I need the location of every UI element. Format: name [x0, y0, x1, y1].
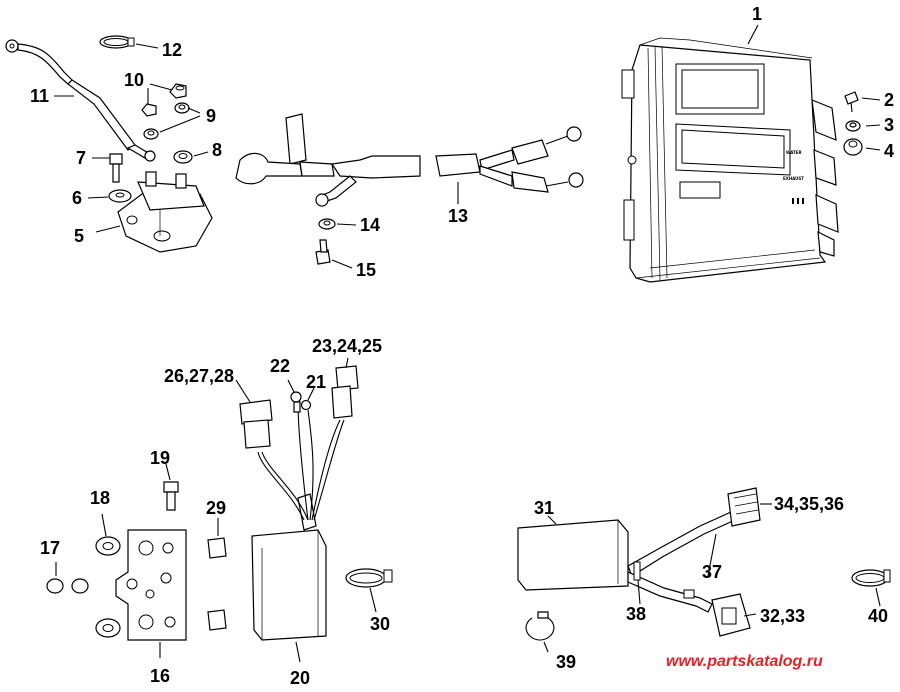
washer-part-8	[173, 150, 193, 164]
callout-3: 3	[884, 115, 894, 135]
callout-34-36: 34,35,36	[774, 494, 844, 514]
callout-16: 16	[150, 666, 170, 686]
callout-7: 7	[76, 148, 86, 168]
callout-17: 17	[40, 538, 60, 558]
callout-19: 19	[150, 448, 170, 468]
terminal-part-21	[300, 399, 312, 411]
wiring-harness-part-13	[235, 113, 584, 207]
bracket-part-16	[115, 529, 187, 641]
callout-38: 38	[626, 604, 646, 624]
grommet-part-3-hole	[849, 122, 857, 128]
screw-part-15	[315, 239, 331, 265]
callout-23-25: 23,24,25	[312, 336, 382, 356]
connector-part-34	[727, 487, 761, 527]
leader-lines	[54, 24, 881, 663]
callout-6: 6	[72, 188, 82, 208]
callout-10: 10	[124, 70, 144, 90]
callout-37: 37	[702, 562, 722, 582]
callout-32-33: 32,33	[760, 606, 805, 626]
callout-21: 21	[306, 372, 326, 392]
module-part-31	[517, 519, 629, 591]
screw-part-7	[109, 153, 123, 183]
callout-4: 4	[884, 141, 894, 161]
callout-13: 13	[448, 206, 468, 226]
callout-31: 31	[534, 498, 554, 518]
callout-1: 1	[752, 4, 762, 24]
screw-part-2	[844, 91, 859, 113]
starter-solenoid-part-5	[117, 171, 213, 253]
callout-20: 20	[290, 668, 310, 688]
callout-40: 40	[868, 606, 888, 626]
callout-39: 39	[556, 652, 576, 672]
callout-29: 29	[206, 498, 226, 518]
callout-15: 15	[356, 260, 376, 280]
callout-12: 12	[162, 40, 182, 60]
grommets-part-18	[95, 536, 121, 638]
callout-2: 2	[884, 90, 894, 110]
callout-labels: 1 2 3 4 5 6 7 8 9 10 11 12 13 14 15 16 1…	[30, 4, 894, 688]
clip-part-39	[525, 611, 555, 641]
ignition-wires-part-20	[257, 401, 345, 521]
screw-part-19	[163, 481, 179, 511]
exhaust-label: EXHAUST	[783, 176, 804, 181]
washer-part-14	[318, 218, 336, 230]
terminal-part-22	[290, 391, 302, 413]
caps-part-17	[46, 578, 89, 594]
clamp-part-40	[851, 569, 891, 587]
callout-9: 9	[206, 106, 216, 126]
bushings-part-29	[207, 537, 227, 631]
washers-part-9	[143, 102, 190, 140]
callout-30: 30	[370, 614, 390, 634]
callout-5: 5	[74, 226, 84, 246]
battery-cable-part-11	[5, 39, 156, 162]
washer-part-6	[108, 189, 132, 203]
clamp-part-12	[99, 35, 135, 49]
callout-8: 8	[212, 140, 222, 160]
connector-part-32	[711, 593, 751, 637]
callout-11: 11	[30, 86, 49, 106]
connector-part-26	[239, 399, 273, 449]
nuts-part-10	[141, 83, 187, 117]
callout-22: 22	[270, 356, 290, 376]
watermark: www.partskatalog.ru	[666, 653, 823, 670]
connector-part-23	[331, 365, 359, 419]
callout-18: 18	[90, 488, 110, 508]
water-label: WATER	[786, 150, 802, 155]
callout-26-28: 26,27,28	[164, 366, 234, 386]
callout-14: 14	[360, 215, 380, 235]
clamp-part-30	[345, 568, 393, 588]
engine-control-module: WATER EXHAUST	[621, 37, 839, 283]
grommet-part-4-hole	[848, 140, 858, 148]
